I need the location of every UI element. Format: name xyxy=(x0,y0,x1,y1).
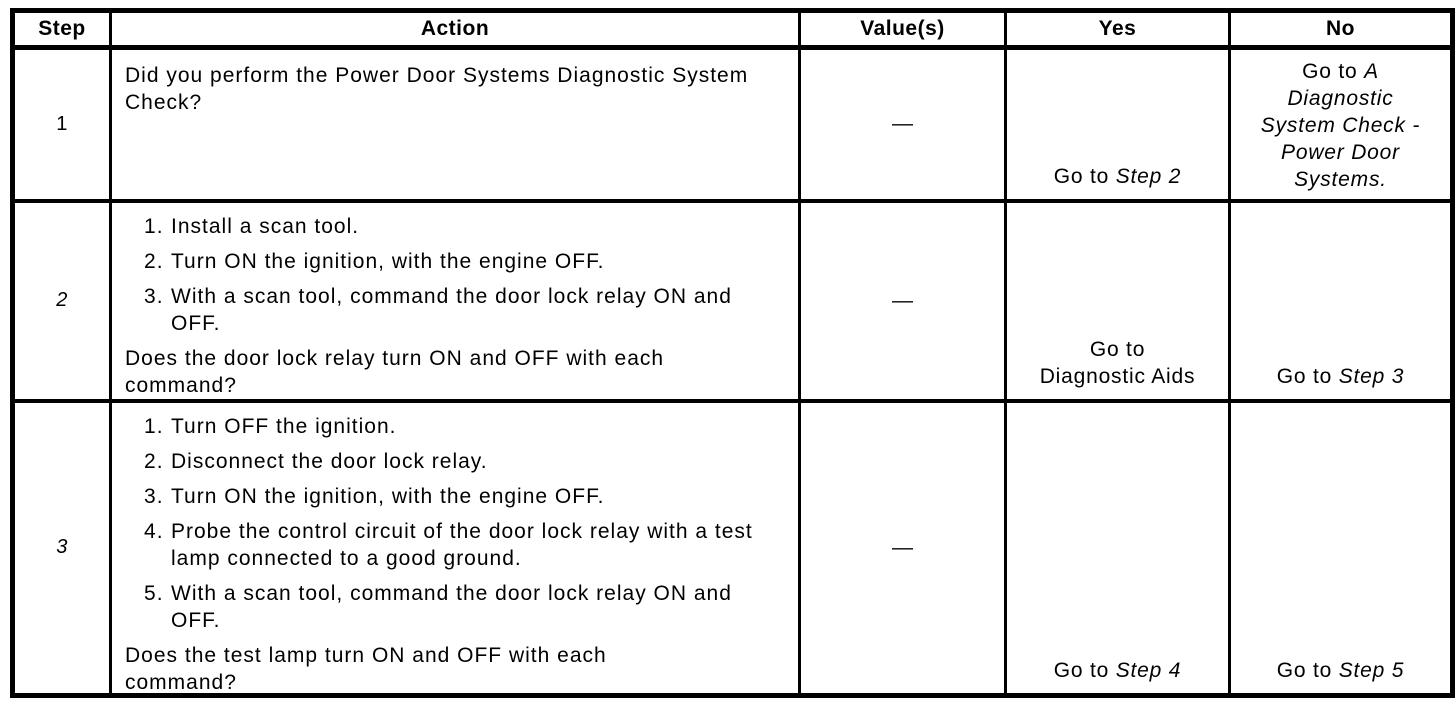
diagnostic-aids-ref: Diagnostic Aids xyxy=(1039,364,1196,388)
action-item: Turn ON the ignition, with the engine OF… xyxy=(144,248,794,275)
item-number xyxy=(144,283,171,337)
item-number xyxy=(144,248,171,275)
header-step: Step xyxy=(11,9,112,50)
go-to-text: Go to xyxy=(1053,164,1116,188)
action-item: With a scan tool, command the door lock … xyxy=(144,580,794,634)
no-cell: Go to A Diagnostic System Check - Power … xyxy=(1228,45,1454,202)
action-item: Install a scan tool. xyxy=(144,213,794,240)
yes-cell: Go to Step 4 xyxy=(1004,398,1231,697)
em-dash: — xyxy=(892,535,913,559)
item-number xyxy=(144,483,171,510)
step-ref: Step 5 xyxy=(1338,659,1405,682)
action-item: Turn OFF the ignition. xyxy=(144,413,794,440)
action-cell: Did you perform the Power Door Systems D… xyxy=(109,45,801,202)
value-cell: — xyxy=(798,45,1007,202)
em-dash: — xyxy=(892,112,913,136)
question-text: Does the door lock relay turn ON and OFF… xyxy=(125,346,665,396)
action-cell: Turn OFF the ignition. Disconnect the do… xyxy=(109,398,801,697)
table-row-step-1: 1 Did you perform the Power Door Systems… xyxy=(11,45,1454,202)
em-dash: — xyxy=(892,288,913,312)
action-item: Turn ON the ignition, with the engine OF… xyxy=(144,483,794,510)
action-content: Did you perform the Power Door Systems D… xyxy=(112,50,798,196)
step-number: 2 xyxy=(11,198,112,402)
no-cell: Go to Step 3 xyxy=(1228,198,1454,402)
diagnostic-table-wrap: Step Action Value(s) Yes No 1 Did you pe… xyxy=(10,8,1455,698)
action-item: With a scan tool, command the door lock … xyxy=(144,283,794,337)
action-item: Probe the control circuit of the door lo… xyxy=(144,518,794,572)
header-action: Action xyxy=(109,9,801,50)
item-number xyxy=(144,213,171,240)
doc-ref-line: Power Door xyxy=(1281,140,1400,164)
step-ref: Step 3 xyxy=(1338,364,1405,388)
go-to-text: Go to xyxy=(1302,59,1365,83)
table-row-step-2: 2 Install a scan tool. Turn ON the ignit… xyxy=(11,198,1454,402)
action-cell: Install a scan tool. Turn ON the ignitio… xyxy=(109,198,801,402)
action-list: Turn OFF the ignition. Disconnect the do… xyxy=(125,413,794,642)
value-cell: — xyxy=(798,398,1007,697)
table-row-step-3: 3 Turn OFF the ignition. Disconnect the … xyxy=(11,398,1454,697)
step-number: 1 xyxy=(11,45,112,202)
doc-ref-line: System Check - xyxy=(1260,113,1421,137)
header-yes: Yes xyxy=(1004,9,1231,50)
yes-cell: Go to Step 2 xyxy=(1004,45,1231,202)
action-content: Install a scan tool. Turn ON the ignitio… xyxy=(112,203,798,396)
go-to-line: Go to A xyxy=(1236,58,1445,85)
item-number xyxy=(144,448,171,475)
question-text: Does the test lamp turn ON and OFF with … xyxy=(125,643,607,691)
action-item: Disconnect the door lock relay. xyxy=(144,448,794,475)
question-text: Did you perform the Power Door Systems D… xyxy=(125,64,749,114)
action-list: Install a scan tool. Turn ON the ignitio… xyxy=(125,213,794,345)
item-number xyxy=(144,413,171,440)
step-number: 3 xyxy=(11,398,112,697)
go-to-text: Go to xyxy=(1276,659,1339,682)
value-cell: — xyxy=(798,198,1007,402)
go-to-text: Go to xyxy=(1053,659,1116,682)
doc-ref: A xyxy=(1364,59,1379,83)
no-cell: Go to Step 5 xyxy=(1228,398,1454,697)
header-no: No xyxy=(1228,9,1454,50)
go-to-text: Go to xyxy=(1276,364,1339,388)
step-ref: Step 4 xyxy=(1115,659,1182,682)
step-ref: Step 2 xyxy=(1115,164,1182,188)
go-to-text: Go to xyxy=(1089,337,1146,361)
doc-ref-line: Systems. xyxy=(1294,167,1387,191)
header-row: Step Action Value(s) Yes No xyxy=(11,9,1454,50)
doc-ref-line: Diagnostic xyxy=(1287,86,1394,110)
header-values: Value(s) xyxy=(798,9,1007,50)
item-number xyxy=(144,518,171,572)
item-number xyxy=(144,580,171,634)
yes-cell: Go to Diagnostic Aids xyxy=(1004,198,1231,402)
diagnostic-table: Step Action Value(s) Yes No 1 Did you pe… xyxy=(10,8,1455,698)
action-content: Turn OFF the ignition. Disconnect the do… xyxy=(112,403,798,691)
